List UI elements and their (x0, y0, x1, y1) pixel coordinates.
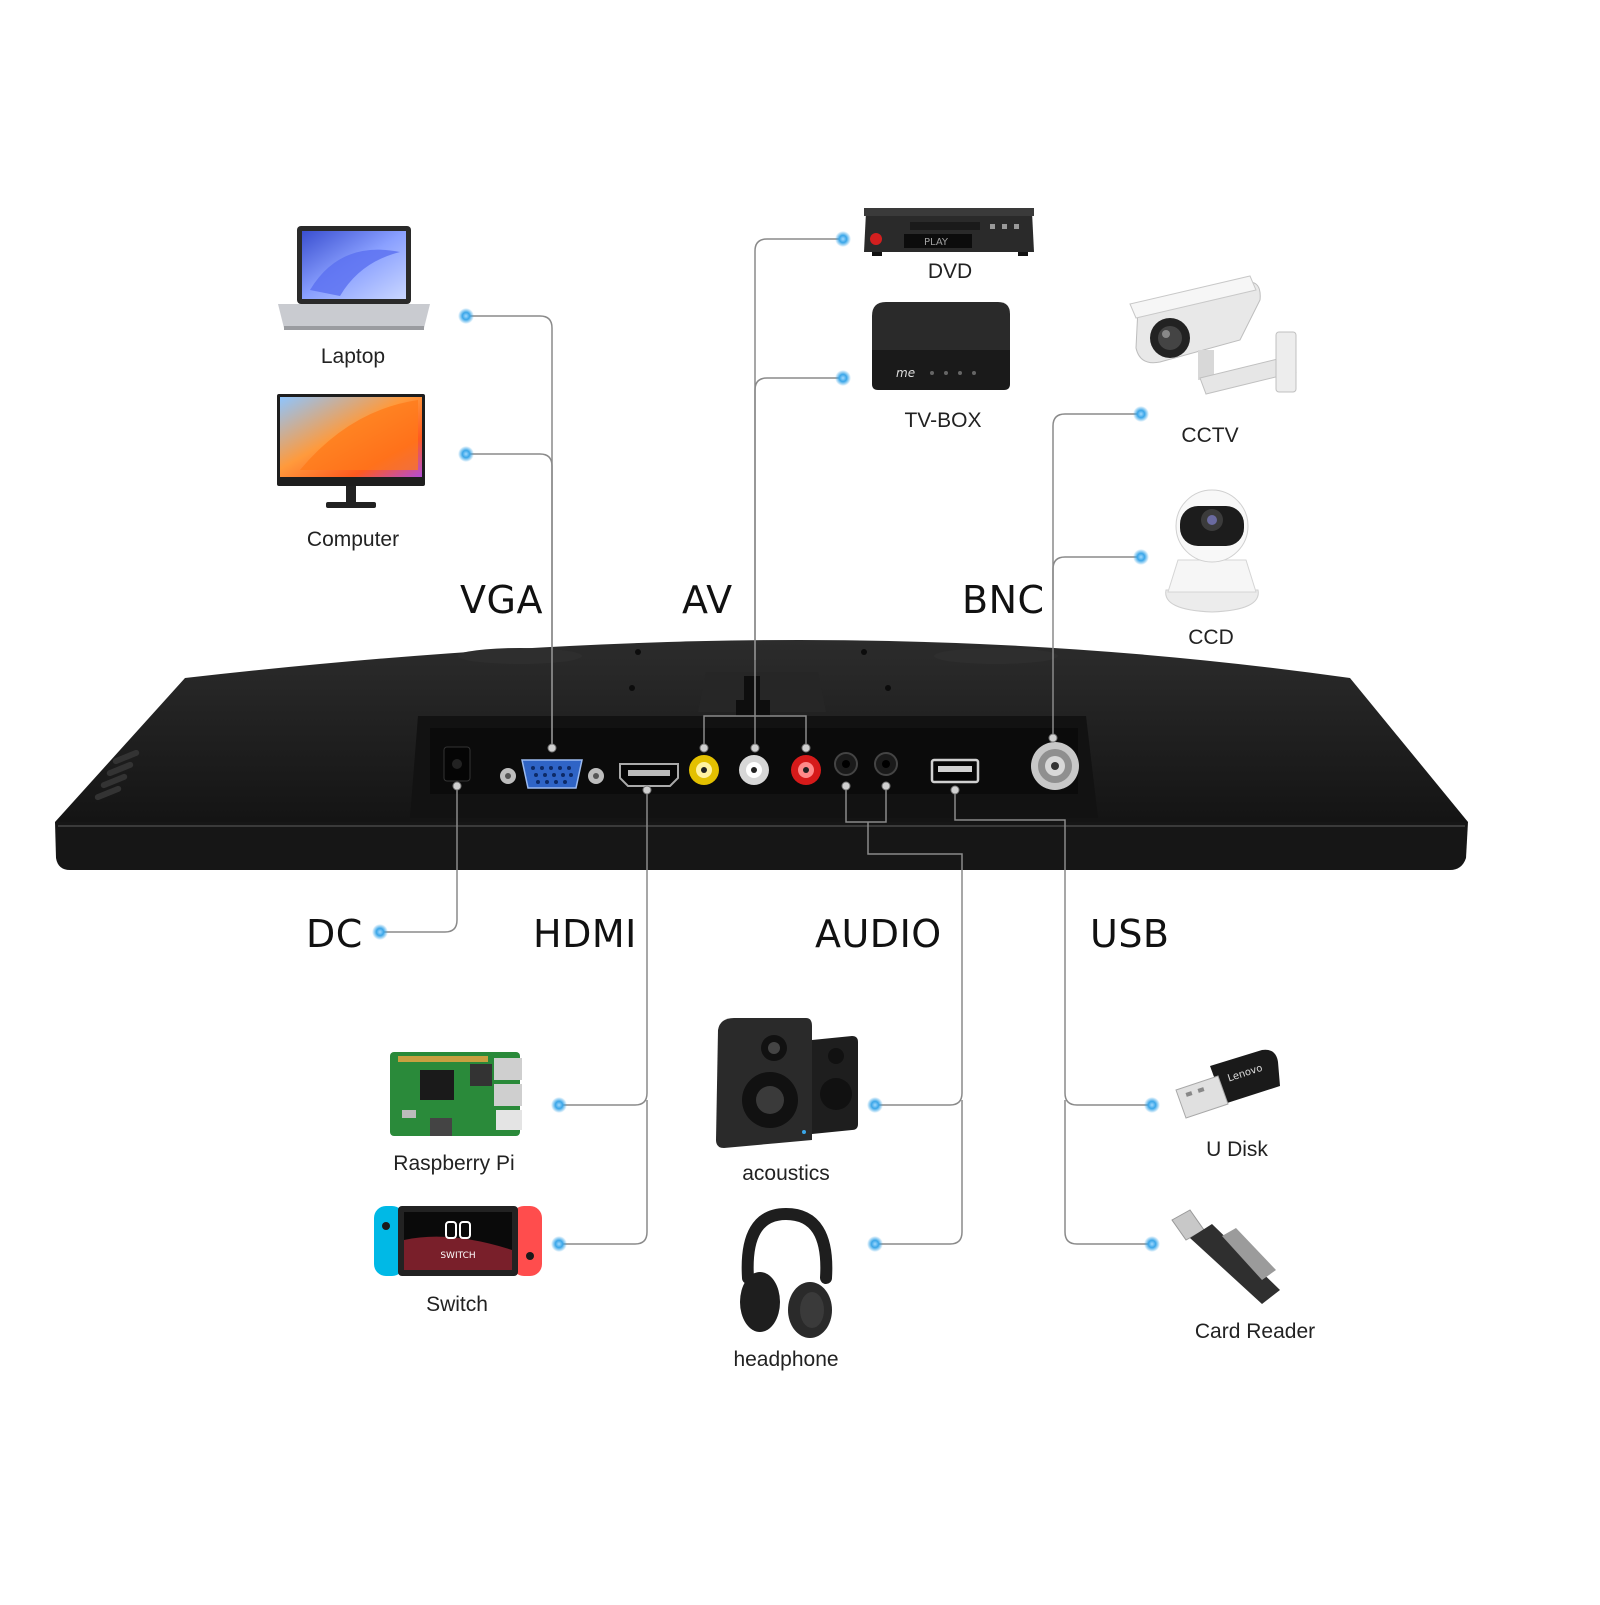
tv-box-logo: me (896, 366, 915, 380)
port-label-av: AV (682, 578, 733, 622)
audio-ports (834, 752, 898, 776)
speaker-grill-left (458, 648, 582, 664)
port-label-usb: USB (1090, 912, 1170, 956)
line-computer-vga (466, 453, 553, 748)
line-audio-headphone (875, 1100, 963, 1245)
device-label-switch: Switch (426, 1293, 488, 1316)
device-label-tvbox: TV-BOX (904, 409, 982, 432)
device-label-headphone: headphone (733, 1348, 839, 1371)
port-label-dc: DC (306, 912, 363, 956)
laptop-icon (278, 226, 430, 330)
connection-dots (372, 231, 1160, 1252)
device-label-laptop: Laptop (320, 345, 386, 368)
dvd-player-icon: PLAY (864, 208, 1034, 256)
device-label-raspberry-pi: Raspberry Pi (393, 1152, 515, 1175)
device-label-acoustics: acoustics (742, 1162, 830, 1185)
device-label-cctv: CCTV (1181, 424, 1239, 447)
line-dvd-av (754, 238, 843, 744)
device-label-u-disk: U Disk (1206, 1138, 1268, 1161)
monitor-body (55, 640, 1468, 870)
connector-lines (380, 238, 1152, 1245)
device-label-computer: Computer (306, 528, 400, 551)
line-audio-acoustics (867, 822, 963, 1106)
device-label-card-reader: Card Reader (1194, 1320, 1316, 1343)
raspberry-pi-icon (390, 1052, 522, 1136)
port-label-vga: VGA (460, 578, 543, 622)
dvd-display-text: PLAY (924, 237, 949, 248)
hdmi-port (619, 763, 679, 787)
u-disk-icon: Lenovo (1175, 1049, 1280, 1119)
port-label-audio: AUDIO (815, 912, 942, 956)
speakers-icon (716, 1018, 858, 1148)
monitor-front-edge (55, 822, 1468, 870)
line-cctv-bnc (1052, 413, 1141, 738)
device-label-ccd: CCD (1188, 626, 1234, 649)
vga-port (500, 759, 604, 789)
line-av-split (703, 715, 807, 744)
port-label-hdmi: HDMI (533, 912, 637, 956)
line-hdmi-raspberry (559, 790, 648, 1106)
computer-icon (277, 394, 425, 508)
cctv-camera-icon (1129, 275, 1297, 395)
speaker-grill-right (934, 648, 1058, 664)
line-dc (380, 786, 458, 933)
ccd-camera-icon (1165, 489, 1259, 613)
line-usb-cardreader (1064, 1100, 1152, 1245)
line-laptop-vga (466, 315, 553, 748)
usb-port (930, 758, 980, 784)
bnc-port (1031, 742, 1079, 790)
side-buttons (94, 749, 140, 801)
device-label-dvd: DVD (927, 260, 973, 283)
line-hdmi-switch (559, 1100, 648, 1245)
nintendo-switch-icon: SWITCH (374, 1206, 542, 1276)
tv-box-icon: me (872, 302, 1010, 390)
switch-logo: SWITCH (440, 1251, 475, 1261)
av-ports (689, 755, 821, 785)
dc-port (443, 746, 471, 782)
headphone-icon (740, 1207, 833, 1338)
port-label-bnc: BNC (962, 578, 1045, 622)
card-reader-icon (1171, 1209, 1280, 1304)
line-usb-udisk (954, 790, 1152, 1106)
